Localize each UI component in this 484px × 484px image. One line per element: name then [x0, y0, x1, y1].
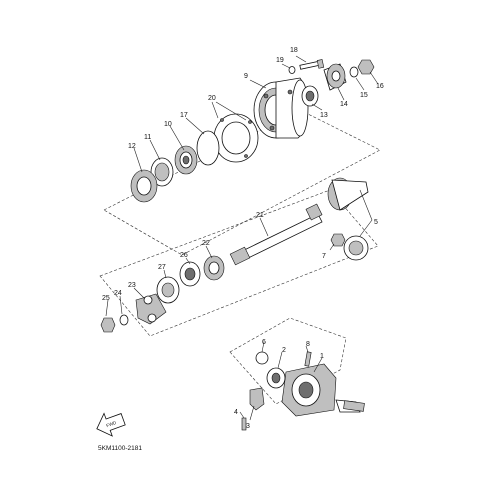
nut-part-25	[100, 317, 116, 333]
callout-25: 25	[102, 295, 110, 302]
fwd-label: FWD	[106, 420, 118, 428]
bolt-part-18	[299, 59, 325, 70]
washer-part-15	[349, 66, 359, 78]
callout-27: 27	[158, 264, 166, 271]
oil-seal-part-13	[301, 85, 319, 107]
callout-9: 9	[244, 73, 248, 80]
callout-1: 1	[320, 353, 324, 360]
spacer-part-26	[179, 261, 201, 287]
callout-16: 16	[376, 83, 384, 90]
callout-20: 20	[208, 95, 216, 102]
bearing-part-10	[174, 145, 198, 175]
callout-14: 14	[340, 101, 348, 108]
oil-seal-part-27	[156, 276, 180, 304]
figure-code: 5KM1100-2181	[98, 445, 142, 452]
bearing-housing-part-9	[253, 77, 309, 139]
callout-19: 19	[276, 57, 284, 64]
oil-seal-part-2	[266, 367, 286, 389]
bracket-part-3	[249, 387, 265, 411]
callout-4: 4	[234, 409, 238, 416]
callout-6: 6	[262, 339, 266, 346]
nut-part-7	[330, 233, 346, 247]
callout-22: 22	[202, 240, 210, 247]
callout-8: 8	[306, 341, 310, 348]
gear-case-part-1	[281, 363, 365, 417]
callout-5: 5	[374, 219, 378, 226]
washer-part-6	[255, 351, 269, 365]
bearing-part-12	[130, 169, 158, 203]
lower-group-boundary	[229, 317, 347, 405]
coupling-part-14	[323, 63, 347, 91]
middle-group-boundary	[99, 189, 379, 337]
callout-7: 7	[322, 253, 326, 260]
drive-shaft-part-21	[229, 203, 323, 266]
nut-part-16	[357, 59, 375, 75]
callout-11: 11	[144, 134, 151, 141]
callout-23: 23	[128, 282, 136, 289]
callout-26: 26	[180, 252, 188, 259]
callout-3: 3	[246, 423, 250, 430]
universal-joint-yoke-part-23	[135, 293, 167, 325]
callout-10: 10	[164, 121, 172, 128]
bolt-part-8	[304, 351, 312, 367]
callout-15: 15	[360, 92, 368, 99]
o-ring-part-17	[196, 130, 220, 166]
callout-21: 21	[256, 212, 264, 219]
shim-plate-part-20	[213, 113, 259, 163]
fwd-arrow-icon: FWD	[96, 412, 126, 437]
callout-13: 13	[320, 112, 328, 119]
callout-18: 18	[290, 47, 298, 54]
bearing-part-22	[203, 255, 225, 281]
callout-17: 17	[180, 112, 188, 119]
callout-2: 2	[282, 347, 286, 354]
ring-gear-part-5	[327, 177, 369, 261]
callout-24: 24	[114, 290, 122, 297]
roller-bearing-part-11	[150, 157, 174, 187]
callout-12: 12	[128, 143, 136, 150]
washer-part-24	[119, 314, 129, 326]
leader-lines	[105, 55, 379, 421]
washer-part-19	[288, 66, 296, 74]
